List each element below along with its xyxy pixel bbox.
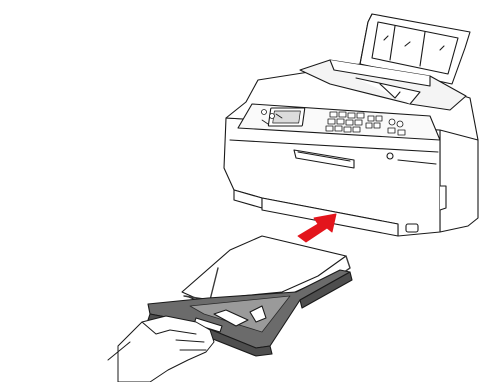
hand-illustration: [108, 316, 214, 382]
printer-body: [224, 60, 478, 236]
